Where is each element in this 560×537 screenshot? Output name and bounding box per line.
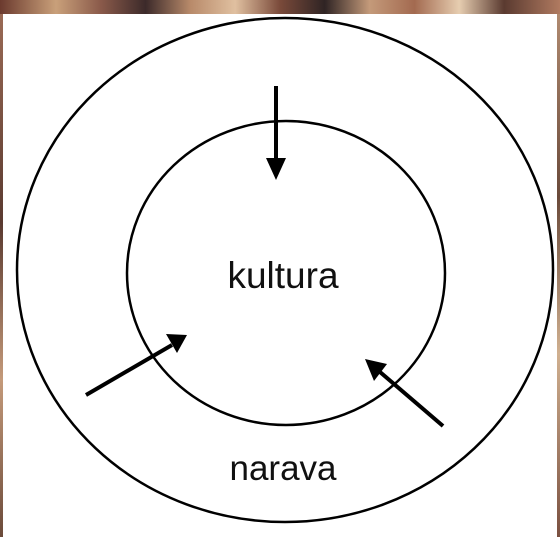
arrow-lower-left xyxy=(86,334,187,395)
arrow-lower-right xyxy=(365,359,443,426)
outer-label: narava xyxy=(229,449,337,488)
inner-label: kultura xyxy=(227,255,338,296)
arrow-top xyxy=(266,86,286,180)
